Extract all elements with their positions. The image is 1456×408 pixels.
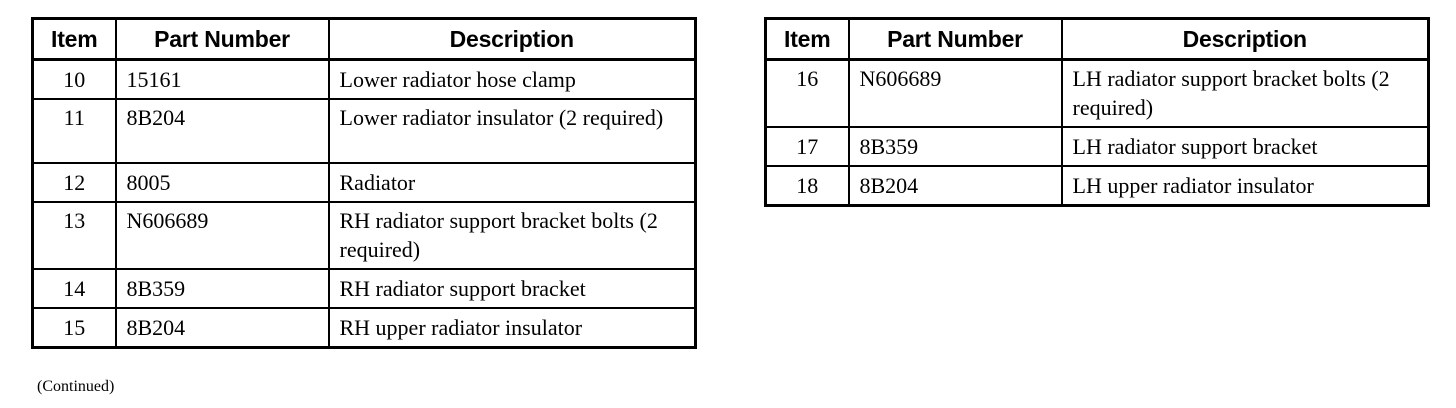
item-value: 11 (63, 105, 85, 130)
column-header-item: Item (31, 17, 117, 61)
item-cell: 10 (31, 58, 117, 100)
table-header-right: Item Part Number Description (764, 17, 1430, 61)
column-header-description: Description (1060, 17, 1430, 61)
part-number-cell: 8B204 (114, 98, 330, 164)
table-row: 10 15161 Lower radiator hose clamp (31, 58, 697, 100)
description-value: LH upper radiator insulator (1072, 173, 1314, 198)
part-number-value: 8B204 (859, 173, 919, 198)
description-value: Lower radiator hose clamp (339, 67, 576, 92)
description-cell: RH upper radiator insulator (327, 307, 697, 349)
description-value: LH radiator support bracket bolts (2 req… (1072, 66, 1390, 120)
table-body-right: 16 N606689 LH radiator support bracket bol… (764, 58, 1430, 207)
item-value: 12 (63, 170, 86, 195)
item-cell: 11 (31, 98, 117, 164)
item-cell: 14 (31, 268, 117, 309)
part-number-value: N606689 (859, 66, 942, 91)
item-value: 18 (796, 173, 819, 198)
part-number-cell: 15161 (114, 58, 330, 100)
part-number-value: 8B359 (859, 134, 919, 159)
header-row: Item Part Number Description (31, 17, 697, 61)
item-cell: 18 (764, 165, 850, 207)
header-row: Item Part Number Description (764, 17, 1430, 61)
part-number-value: 8B359 (126, 276, 186, 301)
part-number-cell: 8005 (114, 162, 330, 203)
item-cell: 16 (764, 58, 850, 128)
part-number-cell: N606689 (114, 201, 330, 270)
description-value: Lower radiator insulator (2 required) (339, 105, 664, 130)
description-cell: RH radiator support bracket (327, 268, 697, 309)
table-row: 14 8B359 RH radiator support bracket (31, 268, 697, 309)
item-cell: 13 (31, 201, 117, 270)
table-row: 18 8B204 LH upper radiator insulator (764, 165, 1430, 207)
part-number-cell: 8B204 (114, 307, 330, 349)
description-cell: LH radiator support bracket (1060, 126, 1430, 167)
description-value: LH radiator support bracket (1072, 134, 1318, 159)
table-row: 17 8B359 LH radiator support bracket (764, 126, 1430, 167)
table-row: 13 N606689 RH radiator support bracket bol… (31, 201, 697, 270)
part-number-cell: 8B359 (114, 268, 330, 309)
part-number-value: N606689 (126, 208, 209, 233)
table-row: 15 8B204 RH upper radiator insulator (31, 307, 697, 349)
description-value: RH radiator support bracket (339, 276, 586, 301)
item-value: 15 (63, 315, 86, 340)
column-header-description: Description (327, 17, 697, 61)
table-header-left: Item Part Number Description (31, 17, 697, 61)
part-number-cell: 8B359 (847, 126, 1063, 167)
table-body-left: 10 15161 Lower radiator hose clamp 11 8B204 L… (31, 58, 697, 349)
item-value: 10 (63, 67, 86, 92)
description-value: RH upper radiator insulator (339, 315, 583, 340)
item-value: 13 (63, 208, 86, 233)
item-value: 14 (63, 276, 86, 301)
description-cell: LH radiator support bracket bolts (2 req… (1060, 58, 1430, 128)
continued-note: (Continued) (37, 378, 115, 395)
description-cell: LH upper radiator insulator (1060, 165, 1430, 207)
part-number-value: 15161 (126, 67, 182, 92)
description-cell: RH radiator support bracket bolts (2 req… (327, 201, 697, 270)
description-value: RH radiator support bracket bolts (2 req… (339, 208, 658, 262)
column-header-part-number: Part Number (847, 17, 1063, 61)
part-number-value: 8B204 (126, 105, 186, 130)
table-row: 12 8005 Radiator (31, 162, 697, 203)
column-header-item: Item (764, 17, 850, 61)
item-cell: 17 (764, 126, 850, 167)
description-value: Radiator (339, 170, 416, 195)
table-row: 16 N606689 LH radiator support bracket bol… (764, 58, 1430, 128)
part-number-cell: 8B204 (847, 165, 1063, 207)
description-cell: Radiator (327, 162, 697, 203)
description-cell: Lower radiator hose clamp (327, 58, 697, 100)
part-number-value: 8005 (126, 170, 171, 195)
item-cell: 15 (31, 307, 117, 349)
column-header-part-number: Part Number (114, 17, 330, 61)
description-cell: Lower radiator insulator (2 required) (327, 98, 697, 164)
item-value: 16 (796, 66, 819, 91)
part-number-value: 8B204 (126, 315, 186, 340)
part-number-cell: N606689 (847, 58, 1063, 128)
item-value: 17 (796, 134, 819, 159)
item-cell: 12 (31, 162, 117, 203)
table-row: 11 8B204 Lower radiator insulator (2 requi… (31, 98, 697, 164)
